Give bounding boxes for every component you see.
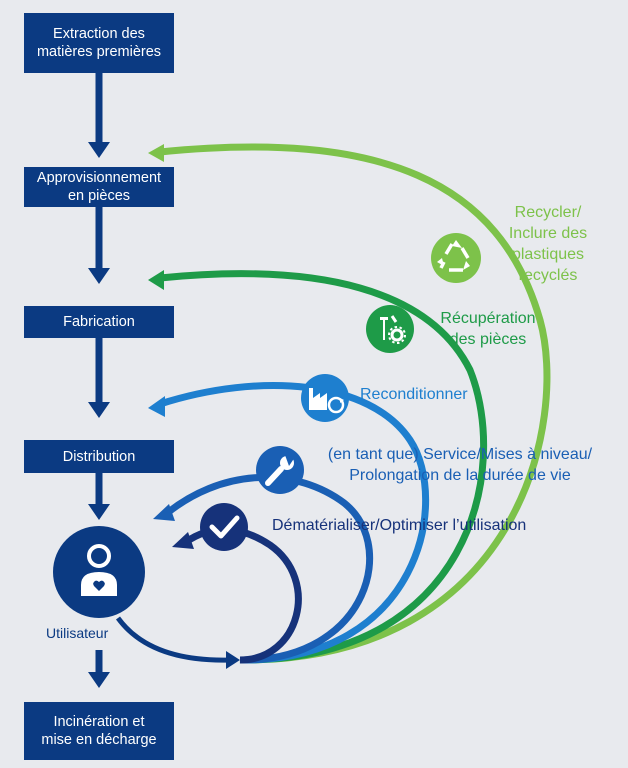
box-extraction: Extraction des matières premières [24,13,174,73]
loop-arc-parts [159,270,488,664]
recycle-icon [431,233,481,283]
flow-arrows [88,73,110,688]
user-heart-icon [81,544,117,596]
box-manufacturing: Fabrication [24,306,174,338]
box-distribution: Distribution [24,440,174,473]
wrench-icon [256,446,304,494]
tools-gear-icon [366,305,414,353]
factory-refresh-icon [301,374,349,422]
user-label: Utilisateur [46,625,109,641]
label-refurbish: Reconditionner [360,386,468,403]
loop-arc-recycle [159,143,551,664]
loop-arc-service [163,473,374,664]
label-dematerialize: Dématérialiser/Optimiser l’utilisation [272,517,527,534]
loop-arc-refurbish [158,382,430,664]
label-service: (en tant que) Service/Mises à niveau/ Pr… [327,446,593,484]
box-end-of-life: Incinération et mise en décharge [24,702,174,760]
checkmark-icon [200,503,248,551]
user-return-arrow [115,616,231,663]
box-sourcing: Approvisionnement en pièces [24,167,174,207]
label-recycle: Recycler/ Inclure des plastiques recyclé… [508,204,588,284]
label-parts: Récupération des pièces [440,310,536,348]
loop-arc-dematerialize [183,526,302,664]
